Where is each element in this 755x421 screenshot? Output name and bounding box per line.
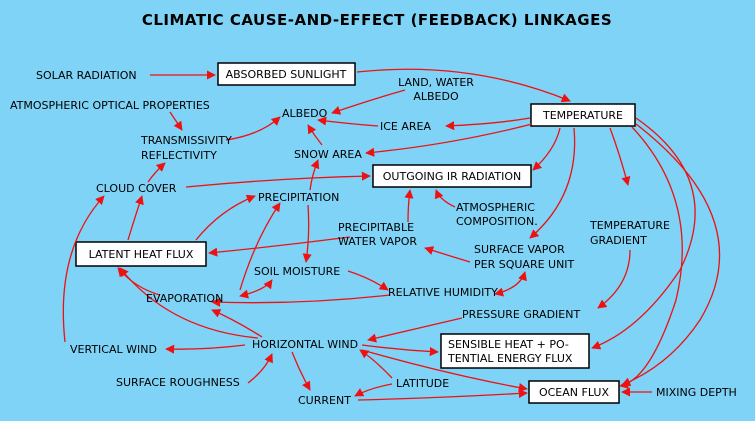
relative-humidity-label: RELATIVE HUMIDITY bbox=[388, 286, 498, 299]
temperature-label: TEMPERATURE bbox=[542, 109, 623, 122]
sensible-heat-label-2: TENTIAL ENERGY FLUX bbox=[447, 352, 573, 365]
solar-radiation-label: SOLAR RADIATION bbox=[36, 69, 137, 82]
pressure-gradient-label: PRESSURE GRADIENT bbox=[462, 308, 580, 321]
albedo-label: ALBEDO bbox=[282, 107, 328, 120]
atmospheric-composition-label-2: COMPOSITION. bbox=[456, 215, 538, 228]
snow-area-label: SNOW AREA bbox=[294, 148, 362, 161]
precipitation-label: PRECIPITATION bbox=[258, 191, 339, 204]
ice-area-label: ICE AREA bbox=[380, 120, 431, 133]
land-water-albedo-label-2: ALBEDO bbox=[413, 90, 459, 103]
transmissivity-label: TRANSMISSIVITY bbox=[140, 134, 232, 147]
ocean-flux-box bbox=[528, 380, 620, 404]
outgoing-ir-label: OUTGOING IR RADIATION bbox=[383, 170, 521, 183]
latent-heat-flux-box bbox=[75, 241, 207, 267]
atmospheric-optical-label: ATMOSPHERIC OPTICAL PROPERTIES bbox=[10, 99, 210, 112]
temperature-box bbox=[530, 103, 636, 127]
surface-vapor-label-2: PER SQUARE UNIT bbox=[474, 258, 575, 271]
land-water-albedo-label-1: LAND, WATER bbox=[398, 76, 474, 89]
sensible-heat-label-1: SENSIBLE HEAT + PO- bbox=[448, 338, 569, 351]
current-label: CURRENT bbox=[298, 394, 351, 407]
mixing-depth-label: MIXING DEPTH bbox=[656, 386, 737, 399]
arrows bbox=[62, 68, 721, 401]
reflectivity-label: REFLECTIVITY bbox=[141, 149, 217, 162]
temperature-gradient-label-2: GRADIENT bbox=[590, 234, 647, 247]
latent-heat-flux-label: LATENT HEAT FLUX bbox=[89, 248, 194, 261]
sensible-heat-box bbox=[440, 333, 590, 369]
ocean-flux-label: OCEAN FLUX bbox=[539, 386, 609, 399]
latitude-label: LATITUDE bbox=[396, 377, 449, 390]
cloud-cover-label: CLOUD COVER bbox=[96, 182, 177, 195]
evaporation-label: EVAPORATION bbox=[146, 292, 223, 305]
precipitable-water-label-1: PRECIPITABLE bbox=[338, 221, 414, 234]
absorbed-sunlight-box bbox=[217, 62, 356, 86]
horizontal-wind-label: HORIZONTAL WIND bbox=[252, 338, 358, 351]
absorbed-sunlight-label: ABSORBED SUNLIGHT bbox=[226, 68, 347, 81]
surface-roughness-label: SURFACE ROUGHNESS bbox=[116, 376, 240, 389]
outgoing-ir-box bbox=[372, 164, 532, 188]
precipitable-water-label-2: WATER VAPOR bbox=[338, 235, 417, 248]
temperature-gradient-label-1: TEMPERATURE bbox=[589, 219, 670, 232]
vertical-wind-label: VERTICAL WIND bbox=[70, 343, 157, 356]
soil-moisture-label: SOIL MOISTURE bbox=[254, 265, 340, 278]
atmospheric-composition-label-1: ATMOSPHERIC bbox=[456, 201, 535, 214]
surface-vapor-label-1: SURFACE VAPOR bbox=[474, 243, 565, 256]
diagram-title: CLIMATIC CAUSE-AND-EFFECT (FEEDBACK) LIN… bbox=[142, 11, 612, 29]
